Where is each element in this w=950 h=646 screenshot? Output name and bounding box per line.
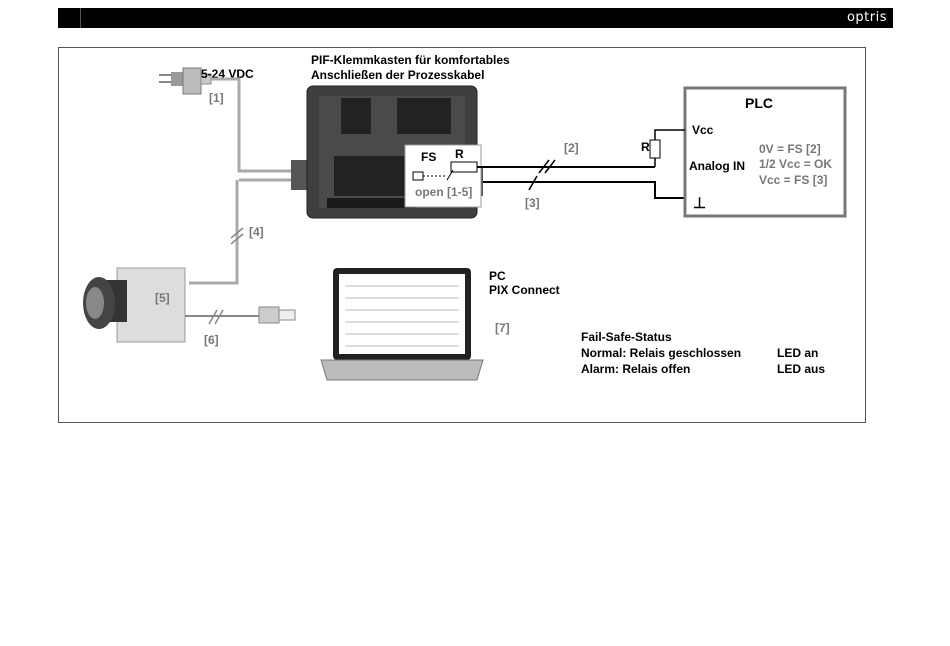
led-on: LED an bbox=[777, 346, 818, 360]
plc-title: PLC bbox=[745, 95, 773, 111]
connection-diagram: 5-24 VDC [1] [4] FS R open [1-5] PIF-Kle… bbox=[59, 48, 865, 422]
plc-resistor-icon bbox=[650, 140, 660, 158]
laptop-icon bbox=[321, 268, 483, 380]
open-label: open [1-5] bbox=[415, 185, 472, 199]
r-label: R bbox=[455, 147, 464, 161]
led-off: LED aus bbox=[777, 362, 825, 376]
ref-3: [3] bbox=[525, 196, 540, 210]
ref-6: [6] bbox=[204, 333, 219, 347]
header-block bbox=[58, 8, 81, 28]
plc-state-1: 0V = FS [2] bbox=[759, 142, 821, 156]
pif-title-line1: PIF-Klemmkasten für komfortables bbox=[311, 53, 510, 67]
resistor-icon bbox=[451, 162, 477, 172]
brand-logo: optris bbox=[847, 10, 887, 25]
plc-analog-in: Analog IN bbox=[689, 159, 745, 173]
ref-2: [2] bbox=[564, 141, 579, 155]
failsafe-title: Fail-Safe-Status bbox=[581, 330, 672, 344]
relay-coil-icon bbox=[413, 172, 423, 180]
ref-4: [4] bbox=[249, 225, 264, 239]
camera-cable bbox=[189, 180, 237, 283]
ref-7: [7] bbox=[495, 321, 510, 335]
usb-connector-icon bbox=[259, 307, 295, 323]
plc-r-label: R bbox=[641, 140, 650, 154]
failsafe-alarm: Alarm: Relais offen bbox=[581, 362, 690, 376]
pix-connect-label: PIX Connect bbox=[489, 283, 560, 297]
failsafe-normal: Normal: Relais geschlossen bbox=[581, 346, 741, 360]
ref-1: [1] bbox=[209, 91, 224, 105]
pc-label: PC bbox=[489, 269, 506, 283]
camera-icon bbox=[83, 268, 185, 342]
ref-5: [5] bbox=[155, 291, 170, 305]
plc-vcc: Vcc bbox=[692, 123, 714, 137]
diagram-frame: 5-24 VDC [1] [4] FS R open [1-5] PIF-Kle… bbox=[58, 47, 866, 423]
header-bar: optris bbox=[58, 8, 893, 28]
plc-state-3: Vcc = FS [3] bbox=[759, 173, 827, 187]
pif-title-line2: Anschließen der Prozesskabel bbox=[311, 68, 484, 82]
ground-line bbox=[483, 182, 685, 198]
plc-ground-symbol: ⊥ bbox=[693, 195, 706, 212]
plc-state-2: 1/2 Vcc = OK bbox=[759, 157, 832, 171]
fs-label: FS bbox=[421, 150, 436, 164]
